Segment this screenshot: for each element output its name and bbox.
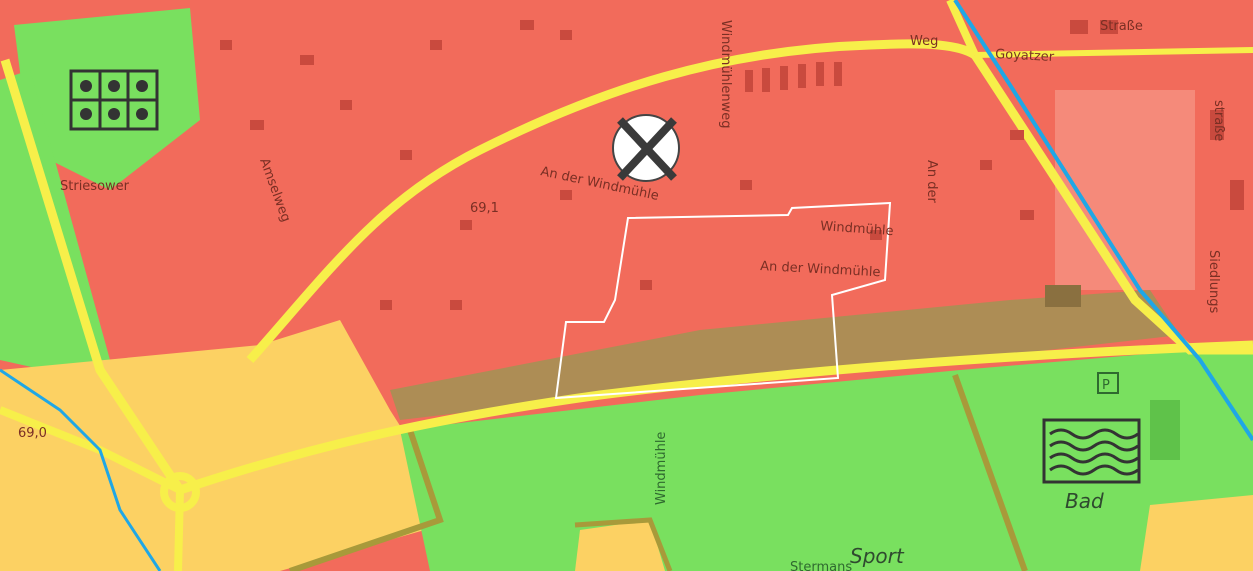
commercial-area — [0, 320, 460, 571]
boundary-line — [289, 429, 444, 571]
boundary-line-3 — [574, 517, 673, 571]
label-stermans: Stermans — [790, 560, 852, 571]
label-spot-height: 69,1 — [470, 201, 499, 216]
parking-icon[interactable]: P — [1097, 372, 1119, 394]
label-windmuehle-bottom: Windmühle — [654, 432, 669, 505]
label-bad: Bad — [1065, 489, 1104, 513]
water-channel-west — [0, 368, 162, 571]
buildings — [220, 20, 1244, 310]
label-an-der-windmuehle-2: An der Windmühle — [760, 259, 881, 280]
label-sport: Sport — [850, 544, 905, 568]
road-west — [0, 58, 184, 493]
grid-dots-icon[interactable] — [69, 69, 159, 131]
label-siedlungs: Siedlungs — [1206, 250, 1221, 313]
main-road-curve — [246, 39, 978, 363]
label-strasse-right: straße — [1211, 100, 1226, 141]
building-large — [1045, 285, 1081, 307]
commercial-patch — [1140, 495, 1253, 571]
label-strasse-top: Straße — [1100, 19, 1143, 34]
road-north — [946, 0, 979, 57]
mixed-band — [390, 290, 1180, 420]
roundabout — [160, 472, 200, 512]
label-weg: Weg — [910, 34, 938, 49]
green-park — [400, 345, 1253, 571]
planning-boundary[interactable] — [554, 201, 892, 400]
road-southwest — [0, 406, 185, 571]
parking-label: P — [1102, 378, 1110, 393]
label-windmuehle: Windmühle — [820, 219, 894, 239]
park-building — [1150, 400, 1180, 460]
boundary-line-2 — [952, 373, 1028, 571]
crossed-circle-icon[interactable] — [612, 114, 680, 182]
label-an-der: An der — [924, 160, 939, 204]
water-channel-east — [953, 0, 1253, 442]
label-striesower: Striesower — [60, 179, 130, 194]
label-windmuehlenweg: Windmühlenweg — [718, 20, 733, 129]
road-northeast — [974, 47, 1253, 58]
road-south — [178, 340, 1253, 495]
commercial-patch-2 — [575, 520, 665, 571]
label-goyatzer: Goyatzer — [995, 47, 1055, 65]
label-spot-height-2: 69,0 — [18, 426, 47, 441]
water-waves-icon[interactable] — [1042, 418, 1141, 484]
